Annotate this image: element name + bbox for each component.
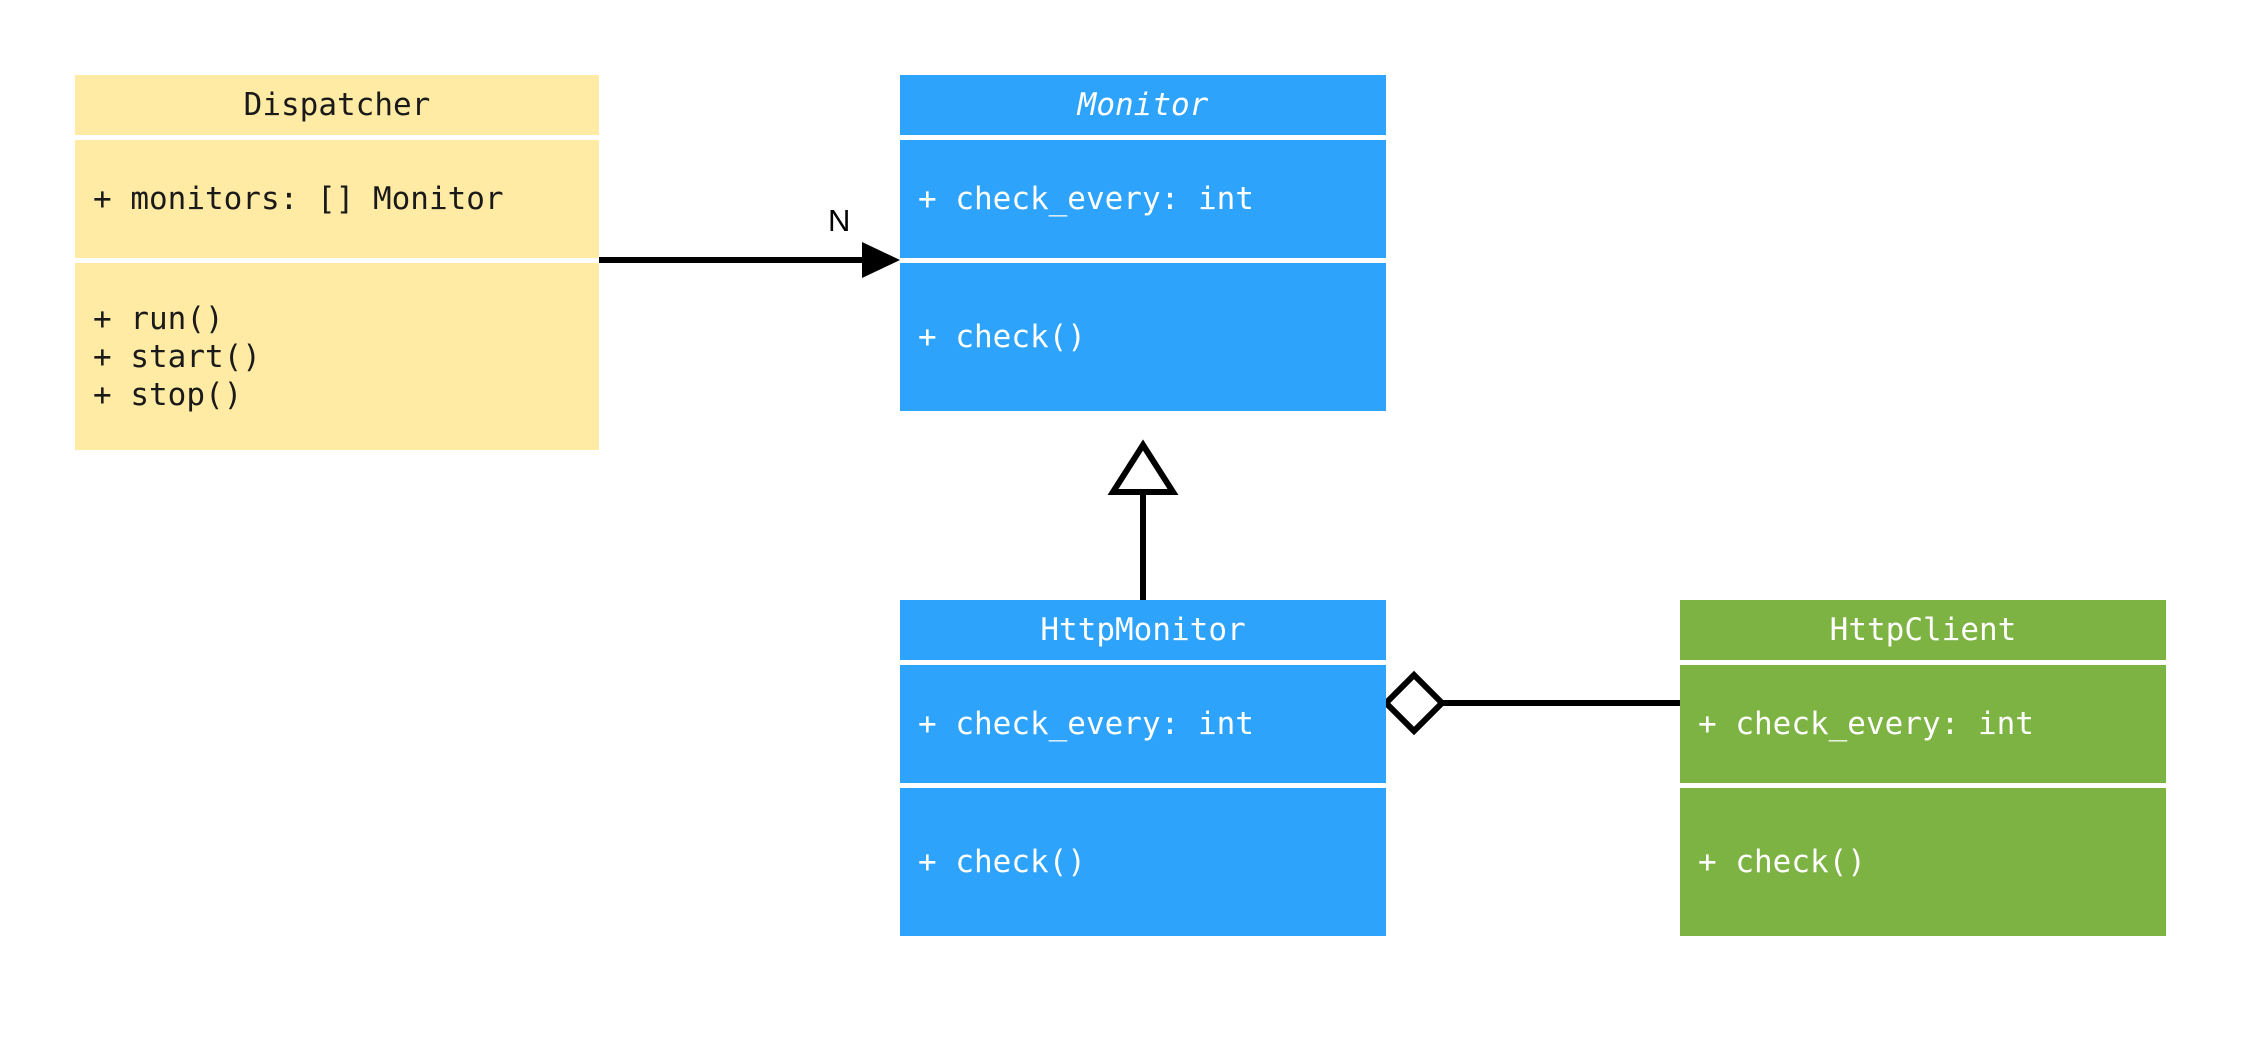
class-title-compartment: Monitor (900, 75, 1386, 135)
class-name-dispatcher: Dispatcher (243, 86, 431, 123)
operation-row: + check() (918, 319, 1086, 355)
class-title-compartment: HttpMonitor (900, 600, 1386, 660)
operation-row: + run() (93, 300, 224, 337)
attribute-row: + check_every: int (918, 706, 1254, 742)
operation-row: + start() (93, 338, 261, 375)
hollow-diamond-icon (1381, 670, 1447, 736)
class-name-httpmonitor: HttpMonitor (1040, 611, 1246, 648)
attribute-row: + check_every: int (918, 181, 1254, 217)
hollow-triangle-icon (1107, 439, 1179, 495)
class-name-httpclient: HttpClient (1829, 611, 2017, 648)
uml-class-dispatcher[interactable]: Dispatcher + monitors: [] Monitor + run(… (75, 75, 599, 450)
class-operations-compartment: + run() + start() + stop() (75, 263, 599, 450)
class-operations-compartment: + check() (1680, 788, 2166, 936)
class-attributes-compartment: + check_every: int (900, 665, 1386, 783)
class-title-compartment: HttpClient (1680, 600, 2166, 660)
class-title-compartment: Dispatcher (75, 75, 599, 135)
attribute-row: + monitors: [] Monitor (93, 181, 504, 217)
class-attributes-compartment: + check_every: int (1680, 665, 2166, 783)
attribute-row: + check_every: int (1698, 706, 2034, 742)
class-attributes-compartment: + monitors: [] Monitor (75, 140, 599, 258)
filled-arrowhead-icon (862, 242, 900, 278)
class-operations-compartment: + check() (900, 788, 1386, 936)
aggregation-httpmonitor-httpclient[interactable] (1381, 670, 1680, 736)
generalization-httpmonitor-monitor[interactable] (1107, 439, 1179, 600)
association-multiplicity-label: N (828, 203, 851, 238)
class-attributes-compartment: + check_every: int (900, 140, 1386, 258)
operation-row: + check() (1698, 844, 1866, 880)
association-dispatcher-monitor[interactable] (599, 242, 900, 278)
class-operations-compartment: + check() (900, 263, 1386, 411)
operation-row: + check() (918, 844, 1086, 880)
operation-row: + stop() (93, 376, 243, 413)
uml-class-httpmonitor[interactable]: HttpMonitor + check_every: int + check() (900, 600, 1386, 936)
class-name-monitor: Monitor (1077, 86, 1209, 123)
uml-class-httpclient[interactable]: HttpClient + check_every: int + check() (1680, 600, 2166, 936)
uml-class-monitor[interactable]: Monitor + check_every: int + check() (900, 75, 1386, 411)
